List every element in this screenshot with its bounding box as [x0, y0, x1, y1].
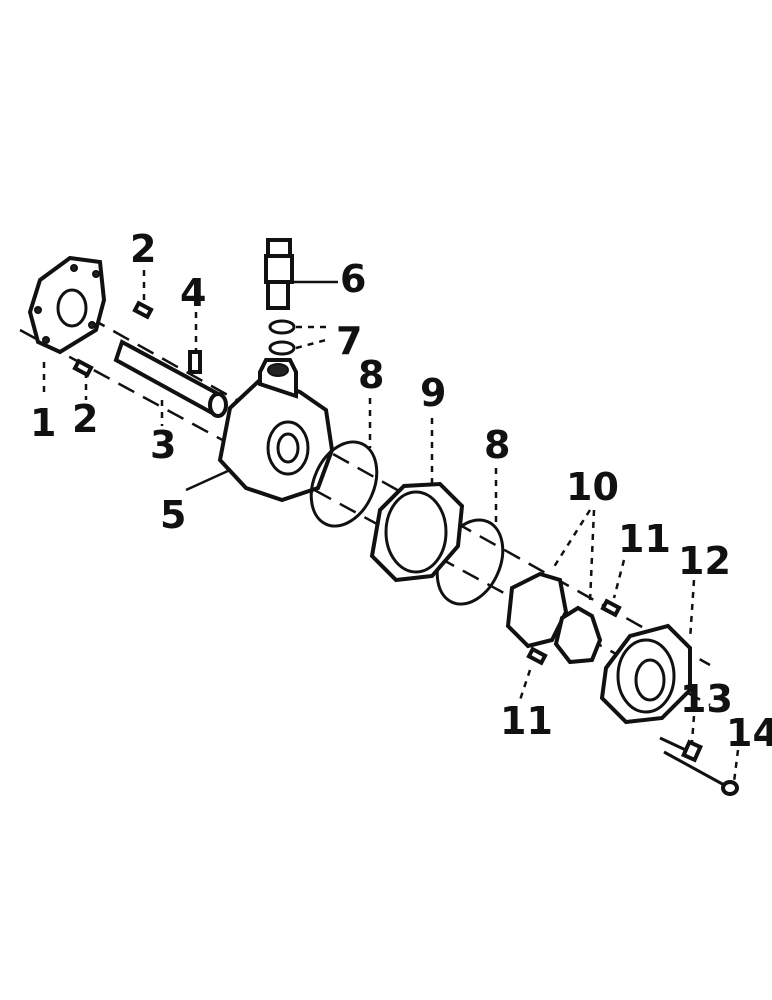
left-leader-lines [42, 270, 231, 492]
part-3-shaft [113, 339, 228, 418]
part-6-relief-valve [264, 238, 338, 310]
callout-3: 3 [150, 423, 176, 467]
callout-1: 1 [30, 401, 56, 445]
part-9-spacer-housing [369, 418, 465, 583]
callout-11-lower: 11 [500, 699, 553, 743]
callout-8-left: 8 [358, 353, 384, 397]
part-13-14-bolts [659, 715, 740, 796]
callout-5: 5 [160, 493, 186, 537]
callout-6: 6 [340, 257, 366, 301]
callout-2-lower: 2 [72, 397, 98, 441]
part-5-pump-body [217, 358, 335, 503]
callout-9: 9 [420, 371, 446, 415]
callout-11-upper: 11 [618, 517, 671, 561]
callout-8-right: 8 [484, 423, 510, 467]
callout-14: 14 [726, 711, 772, 755]
callout-labels: 1 2 2 3 4 5 6 7 8 8 9 10 11 11 12 13 14 [30, 227, 772, 755]
part-11-pins [518, 559, 626, 701]
part-2-dowel-pins [72, 300, 154, 378]
part-1-end-gasket [27, 255, 107, 355]
part-10-gear-set [505, 509, 603, 665]
callout-10: 10 [566, 465, 619, 509]
part-12-end-cover [599, 579, 696, 725]
part-4-key [188, 350, 202, 374]
part-7-o-rings [268, 319, 327, 356]
callout-12: 12 [678, 539, 731, 583]
callout-7: 7 [336, 319, 362, 363]
callout-13: 13 [680, 677, 733, 721]
callout-2-upper: 2 [130, 227, 156, 271]
callout-4: 4 [180, 271, 206, 315]
